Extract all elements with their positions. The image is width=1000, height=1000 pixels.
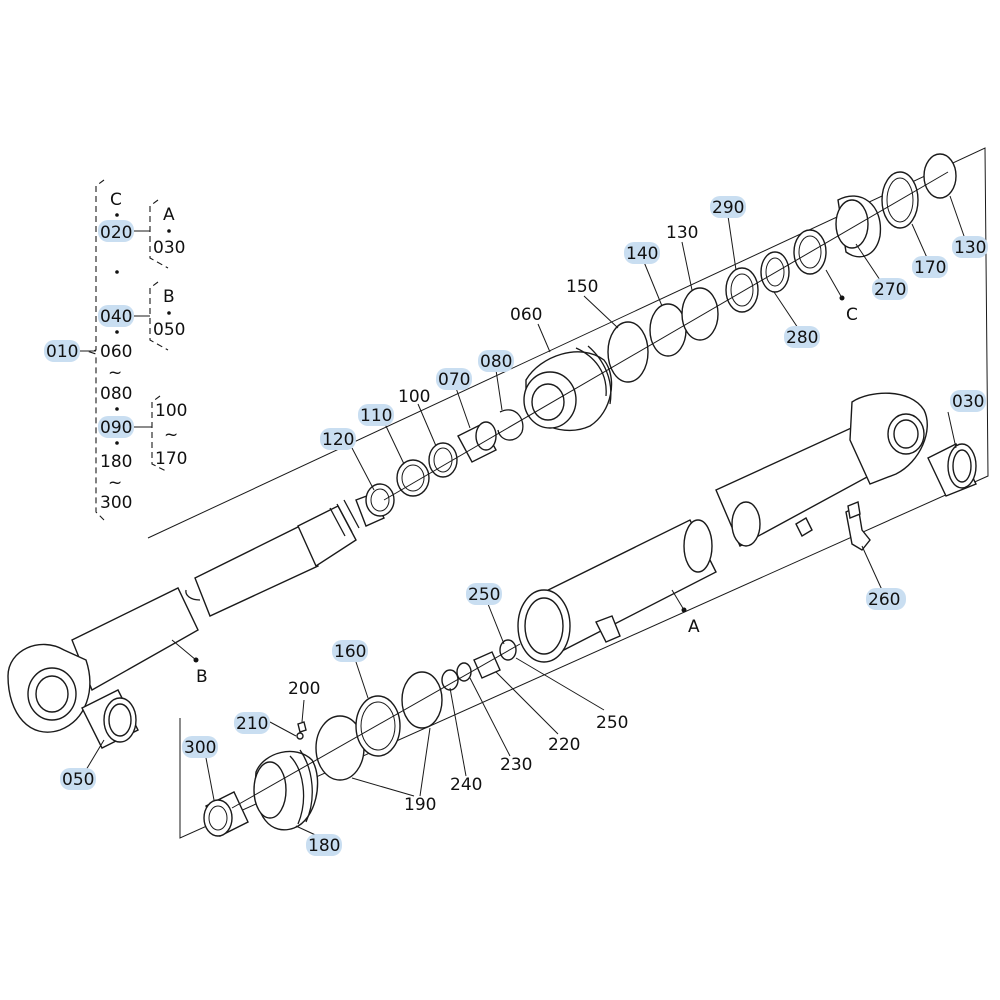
tree-bracket-a [149,199,169,269]
tree-range-100[interactable]: 100 [155,401,187,421]
callout-120[interactable]: 120 [322,430,354,450]
ref-point-b: B [196,667,208,687]
tree-item-180[interactable]: 180 [100,452,132,472]
callout-110[interactable]: 110 [360,406,392,426]
tree-sub-a: A [163,205,175,225]
callout-250b[interactable]: 250 [596,713,628,733]
ring-280 [760,251,790,293]
tree-item-020[interactable]: 020 [100,223,132,243]
callout-140[interactable]: 140 [626,244,658,264]
cylinder-tube [517,392,928,663]
callout-100[interactable]: 100 [398,387,430,407]
ring-250 [499,639,517,661]
ball-210 [296,732,304,740]
bushing-050 [81,689,139,749]
callout-250a[interactable]: 250 [468,585,500,605]
callout-190[interactable]: 190 [404,795,436,815]
callout-070[interactable]: 070 [438,370,470,390]
tree-bracket-main [88,179,105,521]
ring-130a [681,287,719,341]
callout-260[interactable]: 260 [868,590,900,610]
ring-140 [649,303,687,357]
piston-group [203,639,517,837]
callouts: 120 110 100 070 080 060 150 140 130 290 … [60,196,988,856]
ring-100 [428,442,458,478]
ref-point-a: A [688,617,700,637]
tree-bracket-b [149,281,169,351]
tree-range-170[interactable]: 170 [155,449,187,469]
screw-200 [297,721,307,733]
tree-sub-030[interactable]: 030 [153,238,185,258]
callout-200[interactable]: 200 [288,679,320,699]
seal-rings-top [365,153,957,517]
callout-210[interactable]: 210 [236,714,268,734]
callout-030[interactable]: 030 [952,392,984,412]
tree-item-090[interactable]: 090 [100,418,132,438]
tree-bracket-range [151,395,169,473]
callout-highlight [98,416,134,438]
callout-highlight [98,305,134,327]
piston-rod [7,493,385,733]
ring-120 [365,483,395,517]
axis-bottom [231,643,521,809]
callout-240[interactable]: 240 [450,775,482,795]
bushing-030 [927,443,977,497]
callout-300[interactable]: 300 [184,738,216,758]
callout-130b[interactable]: 130 [954,238,986,258]
tree-sub-050[interactable]: 050 [153,320,185,340]
index-tree: C 020 040 060 ~ 080 090 180 ~ 300 010 A … [44,179,187,521]
callout-150[interactable]: 150 [566,277,598,297]
tree-tilde: ~ [164,425,178,445]
bushing-220 [473,651,501,679]
axis-top [383,171,949,501]
tree-item-060[interactable]: 060 [100,342,132,362]
callout-270[interactable]: 270 [874,280,906,300]
leader-lines [85,195,965,839]
rod-head-060 [523,345,613,432]
callout-080[interactable]: 080 [480,352,512,372]
callout-050[interactable]: 050 [62,770,94,790]
tree-item-300[interactable]: 300 [100,493,132,513]
group-frame [147,147,989,839]
callout-280[interactable]: 280 [786,328,818,348]
callout-160[interactable]: 160 [334,642,366,662]
callout-highlight [98,220,134,242]
callout-170[interactable]: 170 [914,258,946,278]
tree-root-010[interactable]: 010 [46,342,78,362]
oring-150 [607,321,649,383]
tree-item-080[interactable]: 080 [100,384,132,404]
callout-290[interactable]: 290 [712,198,744,218]
snap-ring-080 [497,409,524,441]
callout-060[interactable]: 060 [510,305,542,325]
tree-item-040[interactable]: 040 [100,307,132,327]
seal-160 [355,695,401,757]
callout-180[interactable]: 180 [308,836,340,856]
callout-highlight [44,340,80,362]
callout-220[interactable]: 220 [548,735,580,755]
callout-230[interactable]: 230 [500,755,532,775]
tree-sub-b: B [163,287,175,307]
tree-item-c: C [110,190,122,210]
oring-130b [923,153,957,199]
fitting-260 [845,501,871,551]
tree-tilde: ~ [108,363,122,383]
tree-tilde: ~ [108,473,122,493]
callout-130a[interactable]: 130 [666,223,698,243]
ref-point-c: C [846,305,858,325]
